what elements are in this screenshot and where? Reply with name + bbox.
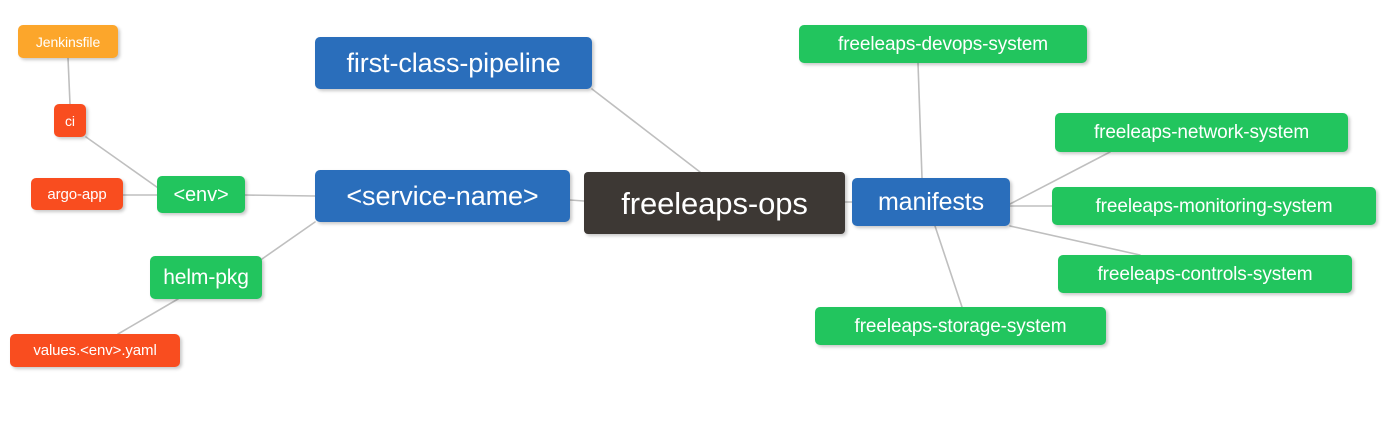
edge-manifests-to-controls-sys (1009, 225, 1141, 256)
mindmap-node-jenkinsfile[interactable]: Jenkinsfile (18, 25, 118, 58)
mindmap-node-argo-app[interactable]: argo-app (31, 178, 123, 210)
edge-manifests-to-storage-sys (934, 225, 963, 308)
edge-env-to-service-name (244, 194, 316, 197)
edge-service-name-to-helm-pkg (261, 221, 316, 260)
edge-service-name-to-freeleaps-ops (569, 199, 585, 202)
mindmap-node-manifests[interactable]: manifests (852, 178, 1010, 226)
mindmap-node-env[interactable]: <env> (157, 176, 245, 213)
mindmap-node-freeleaps-ops[interactable]: freeleaps-ops (584, 172, 845, 234)
mindmap-node-devops-sys[interactable]: freeleaps-devops-system (799, 25, 1087, 63)
mindmap-node-pipeline[interactable]: first-class-pipeline (315, 37, 592, 89)
mindmap-node-values-yaml[interactable]: values.<env>.yaml (10, 334, 180, 367)
edge-manifests-to-devops-sys (917, 62, 923, 179)
mindmap-node-ci[interactable]: ci (54, 104, 86, 137)
mindmap-node-service-name[interactable]: <service-name> (315, 170, 570, 222)
mindmap-node-network-sys[interactable]: freeleaps-network-system (1055, 113, 1348, 152)
edge-helm-pkg-to-values-yaml (117, 298, 179, 335)
mindmap-node-helm-pkg[interactable]: helm-pkg (150, 256, 262, 299)
edge-pipeline-to-freeleaps-ops (591, 88, 701, 173)
mindmap-node-monitoring-sys[interactable]: freeleaps-monitoring-system (1052, 187, 1376, 225)
edge-jenkinsfile-to-ci (67, 57, 71, 105)
mindmap-node-controls-sys[interactable]: freeleaps-controls-system (1058, 255, 1352, 293)
mindmap-node-storage-sys[interactable]: freeleaps-storage-system (815, 307, 1106, 345)
